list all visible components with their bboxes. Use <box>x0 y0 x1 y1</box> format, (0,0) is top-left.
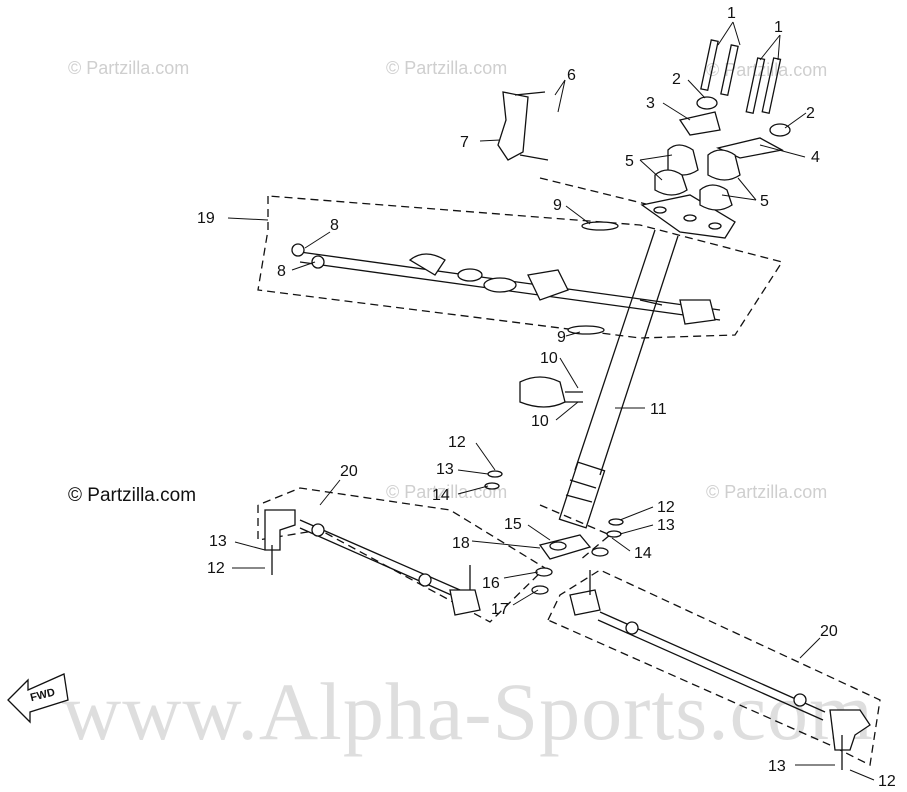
center-pivot-assembly <box>484 470 624 595</box>
mounting-bracket-7 <box>497 91 549 161</box>
alpha-sports-watermark: www.Alpha-Sports.com <box>62 666 874 757</box>
leader-lines <box>227 21 875 781</box>
callout-12: 12 <box>207 560 225 577</box>
callout-1: 1 <box>727 5 736 22</box>
callout-5: 5 <box>760 193 769 210</box>
callout-10: 10 <box>531 413 549 430</box>
callout-2: 2 <box>672 71 681 88</box>
callout-16: 16 <box>482 575 500 592</box>
steering-column-shaft <box>558 229 679 529</box>
partzilla-watermark: © Partzilla.com <box>68 58 190 78</box>
callout-9: 9 <box>553 197 562 214</box>
callout-19: 19 <box>197 210 215 227</box>
upper-bracket-plate <box>640 194 736 239</box>
callout-7: 7 <box>460 134 469 151</box>
column-dash-link <box>539 177 651 206</box>
washer-9-upper <box>581 221 619 231</box>
callout-15: 15 <box>504 516 522 533</box>
callout-13: 13 <box>209 533 227 550</box>
callout-6: 6 <box>567 67 576 84</box>
washer-9-lower <box>567 325 605 335</box>
callout-9: 9 <box>557 329 566 346</box>
callout-8: 8 <box>277 263 286 280</box>
callout-8: 8 <box>330 217 339 234</box>
callout-17: 17 <box>491 601 509 618</box>
intermediate-shaft-19 <box>291 243 721 325</box>
callout-numbers: 1 1 2 2 3 4 5 5 6 7 8 8 9 9 10 10 11 12 … <box>197 5 896 790</box>
partzilla-watermark: © Partzilla.com <box>386 58 508 78</box>
callout-20: 20 <box>820 623 838 640</box>
callout-13: 13 <box>657 517 675 534</box>
callout-10: 10 <box>540 350 558 367</box>
forward-arrow-icon <box>7 673 69 724</box>
forward-arrow-label: FWD <box>29 686 56 704</box>
assembly-outline-19 <box>257 195 784 339</box>
tie-rod-left <box>264 509 481 616</box>
callout-14: 14 <box>432 487 450 504</box>
callout-14: 14 <box>634 545 652 562</box>
callout-13: 13 <box>436 461 454 478</box>
callout-20: 20 <box>340 463 358 480</box>
clamp-pieces <box>654 96 791 211</box>
clip-10 <box>519 376 583 408</box>
callout-18: 18 <box>452 535 470 552</box>
callout-4: 4 <box>811 149 820 166</box>
tie-rod-right <box>569 570 871 770</box>
callout-11: 11 <box>650 401 667 418</box>
callout-12: 12 <box>878 773 896 790</box>
callout-13: 13 <box>768 758 786 775</box>
callout-3: 3 <box>646 95 655 112</box>
assembly-outline-20-right <box>547 569 881 766</box>
callout-2: 2 <box>806 105 815 122</box>
copyright-notice: © Partzilla.com <box>68 485 197 506</box>
partzilla-watermark: © Partzilla.com <box>706 60 828 80</box>
partzilla-watermark: © Partzilla.com <box>706 482 828 502</box>
callout-12: 12 <box>448 434 466 451</box>
callout-1: 1 <box>774 19 783 36</box>
callout-5: 5 <box>625 153 634 170</box>
partzilla-watermark: © Partzilla.com <box>386 482 508 502</box>
callout-12: 12 <box>657 499 675 516</box>
